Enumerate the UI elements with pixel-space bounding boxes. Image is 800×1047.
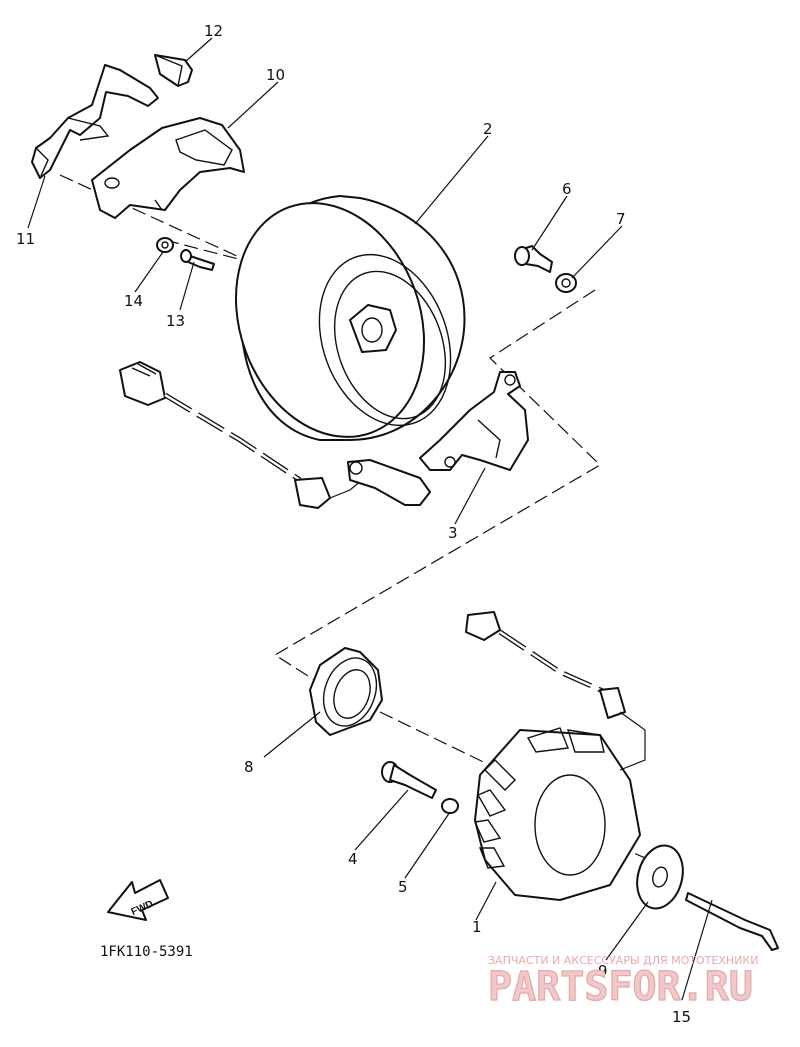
callout-4: 4	[348, 850, 358, 868]
washer-part-9[interactable]	[630, 840, 689, 913]
callout-6: 6	[562, 180, 572, 198]
callout-15: 15	[672, 1008, 691, 1026]
stator-wire-harness[interactable]	[465, 611, 646, 771]
cover-part-10[interactable]	[91, 117, 245, 219]
callout-9: 9	[598, 962, 608, 980]
drawing-code: 1FK110-5391	[100, 944, 193, 960]
screw-part-4[interactable]	[381, 761, 437, 799]
pickup-wire-harness[interactable]	[119, 361, 431, 509]
flywheel-rotor-icon[interactable]	[204, 176, 473, 463]
callout-12: 12	[204, 22, 223, 40]
clip-part-12[interactable]	[154, 54, 193, 87]
pin-part-15[interactable]	[685, 892, 779, 951]
bracket-part-11[interactable]	[31, 64, 159, 179]
screw-part-13[interactable]	[180, 249, 215, 271]
stator-coil-icon[interactable]	[473, 727, 641, 901]
watermark-tagline: ЗАПЧАСТИ И АКСЕССУАРЫ ДЛЯ МОТОТЕХНИКИ	[488, 954, 758, 967]
callout-1: 1	[472, 918, 482, 936]
callout-7: 7	[616, 210, 626, 228]
callout-3: 3	[448, 524, 458, 542]
callout-13: 13	[166, 312, 185, 330]
callout-14: 14	[124, 292, 143, 310]
watermark-brand: PARTSFOR.RU	[488, 964, 753, 1010]
callout-10: 10	[266, 66, 285, 84]
washer-part-7[interactable]	[555, 273, 577, 293]
washer-part-5[interactable]	[441, 798, 459, 814]
callout-8: 8	[244, 758, 254, 776]
pickup-coil-icon[interactable]	[419, 371, 529, 471]
callout-2: 2	[483, 120, 493, 138]
callout-5: 5	[398, 878, 408, 896]
watermark-logo: ЗАПЧАСТИ И АКСЕССУАРЫ ДЛЯ МОТОТЕХНИКИ PA…	[487, 954, 758, 1011]
callout-labels: 1 2 3 4 5 6 7 8 9 10 11 12 13 14 15	[16, 22, 691, 1026]
oil-seal-part-8[interactable]	[309, 647, 385, 736]
forward-arrow-icon: FWD	[107, 879, 169, 921]
bolt-part-6[interactable]	[514, 245, 553, 273]
callout-11: 11	[16, 230, 35, 248]
leader-lines	[27, 37, 713, 1001]
washer-part-14[interactable]	[156, 237, 174, 253]
